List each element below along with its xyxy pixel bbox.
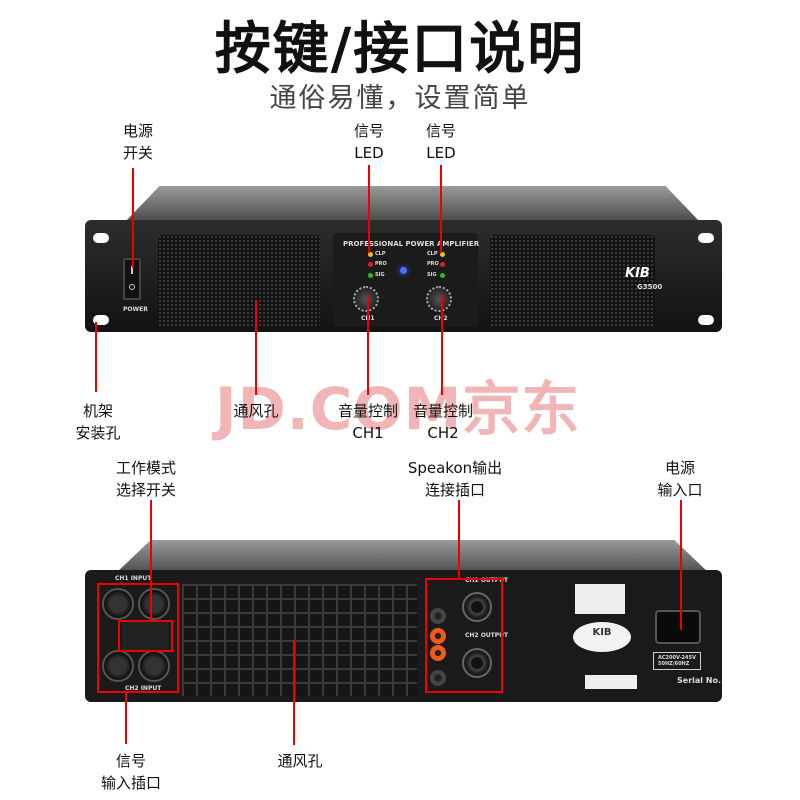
callout-line bbox=[125, 692, 127, 744]
xlr-female-ch1[interactable] bbox=[102, 588, 134, 620]
power-led bbox=[400, 267, 407, 274]
watermark: JD.COM京东 bbox=[215, 375, 581, 443]
ch2-input-label: CH2 INPUT bbox=[125, 685, 162, 692]
callout-signal-input: 信号输入插口 bbox=[100, 752, 162, 792]
vent-grille-left bbox=[158, 235, 320, 327]
protect-led-ch2 bbox=[440, 262, 445, 267]
binding-post[interactable] bbox=[430, 645, 446, 661]
panel-title: PROFESSIONAL POWER AMPLIFIER bbox=[343, 240, 480, 248]
callout-line bbox=[293, 640, 295, 745]
callout-power-input: 电源输入口 bbox=[657, 459, 703, 499]
callout-line bbox=[367, 295, 369, 395]
led-label: PRO bbox=[427, 261, 439, 267]
callout-line bbox=[95, 322, 97, 392]
rear-panel: CH1 INPUT CH2 INPUT CH1 OUTPUT CH2 OUTPU… bbox=[85, 570, 722, 702]
volume-knob-ch1[interactable] bbox=[353, 286, 379, 312]
callout-line bbox=[440, 165, 442, 253]
callout-vent-rear: 通风孔 bbox=[277, 752, 323, 770]
front-chassis-top bbox=[125, 186, 700, 222]
callout-line bbox=[255, 300, 257, 395]
rear-vent bbox=[182, 584, 417, 696]
rack-hole bbox=[93, 233, 109, 243]
clip-led-ch2 bbox=[440, 252, 445, 257]
power-label: POWER bbox=[123, 306, 148, 313]
rack-hole bbox=[698, 315, 714, 325]
led-label: CLP bbox=[427, 251, 438, 257]
highlight-mode-switch bbox=[118, 620, 173, 652]
led-label: SIG bbox=[375, 272, 385, 278]
callout-mode-switch: 工作模式选择开关 bbox=[115, 459, 177, 499]
ch1-input-label: CH1 INPUT bbox=[115, 575, 152, 582]
callout-line bbox=[132, 168, 134, 268]
clip-led-ch1 bbox=[368, 252, 373, 257]
callout-power-switch: 电源开关 bbox=[122, 122, 154, 162]
signal-led-ch1 bbox=[368, 273, 373, 278]
callout-line bbox=[458, 500, 460, 580]
callout-speakon: Speakon输出连接插口 bbox=[407, 459, 503, 499]
callout-line bbox=[441, 295, 443, 395]
highlight-signal-input bbox=[97, 583, 179, 693]
model-label: G3500 bbox=[637, 283, 663, 291]
control-panel: PROFESSIONAL POWER AMPLIFIER CLP PRO SIG… bbox=[333, 233, 480, 327]
callout-line bbox=[150, 500, 152, 622]
volume-knob-ch2[interactable] bbox=[426, 286, 452, 312]
highlight-speakon bbox=[425, 578, 503, 693]
ch2-label: CH2 bbox=[434, 315, 448, 322]
barcode-sticker bbox=[585, 675, 637, 689]
vent-grille-right bbox=[490, 235, 655, 327]
speakon-ch1[interactable] bbox=[462, 592, 492, 622]
rack-hole bbox=[93, 315, 109, 325]
led-label: CLP bbox=[375, 251, 386, 257]
xlr-male-ch1[interactable] bbox=[138, 588, 170, 620]
binding-post[interactable] bbox=[430, 670, 446, 686]
rear-chassis-top bbox=[115, 540, 710, 574]
rack-hole bbox=[698, 233, 714, 243]
callout-rack-mount: 机架安装孔 bbox=[75, 402, 121, 442]
callout-vent-front: 通风孔 bbox=[233, 402, 279, 420]
binding-post[interactable] bbox=[430, 628, 446, 644]
ch2-output-label: CH2 OUTPUT bbox=[465, 632, 509, 639]
binding-post[interactable] bbox=[430, 608, 446, 624]
callout-line bbox=[368, 165, 370, 253]
page-title: 按键/接口说明 bbox=[214, 17, 586, 82]
front-panel: POWER PROFESSIONAL POWER AMPLIFIER CLP P… bbox=[85, 220, 722, 332]
xlr-male-ch2[interactable] bbox=[138, 650, 170, 682]
led-label: SIG bbox=[427, 272, 437, 278]
page-subtitle: 通俗易懂，设置简单 bbox=[269, 83, 531, 114]
protect-led-ch1 bbox=[368, 262, 373, 267]
iec-power-inlet[interactable] bbox=[655, 610, 701, 644]
mode-switch[interactable] bbox=[122, 622, 168, 650]
signal-led-ch2 bbox=[440, 273, 445, 278]
qr-sticker bbox=[575, 584, 625, 614]
led-label: PRO bbox=[375, 261, 387, 267]
brand-sticker: KIB bbox=[573, 622, 631, 652]
serial-label: Serial No. bbox=[677, 676, 722, 685]
brand-logo: KIB bbox=[625, 266, 650, 281]
callout-line bbox=[680, 500, 682, 630]
ch1-output-label: CH1 OUTPUT bbox=[465, 577, 509, 584]
speakon-ch2[interactable] bbox=[462, 648, 492, 678]
